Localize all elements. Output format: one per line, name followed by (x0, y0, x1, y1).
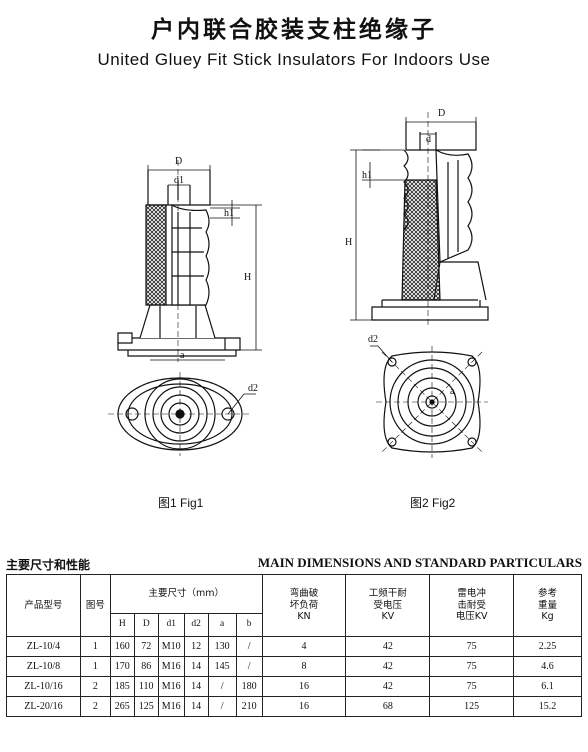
cell-load: 4 (261, 636, 347, 657)
cell-a: / (207, 696, 237, 717)
cell-load: 16 (261, 676, 347, 697)
header-sub-d1: d1 (157, 613, 185, 637)
cell-H: 185 (109, 676, 135, 697)
fig2-label-D: D (438, 108, 445, 119)
fig1-top-view (108, 372, 256, 456)
cell-load: 8 (261, 656, 347, 677)
fig2-label-H: H (345, 237, 352, 248)
fig1-label-h1: h1 (224, 208, 234, 219)
cell-b: / (235, 656, 263, 677)
cell-model: ZL-10/4 (6, 636, 81, 657)
cell-d2: 14 (183, 656, 209, 677)
cell-b: 210 (235, 696, 263, 717)
cell-power-freq: 42 (345, 676, 431, 697)
cell-power-freq: 42 (345, 656, 431, 677)
header-sub-H: H (109, 613, 135, 637)
cell-power-freq: 68 (345, 696, 431, 717)
cell-impulse: 75 (429, 656, 515, 677)
cell-power-freq: 42 (345, 636, 431, 657)
fig1-label-d1: d1 (174, 175, 184, 186)
fig2-label-h1: h1 (362, 170, 372, 181)
cell-d2: 14 (183, 676, 209, 697)
cell-model: ZL-10/8 (6, 656, 81, 677)
fig1-label-D: D (175, 156, 182, 167)
cell-weight: 4.6 (513, 656, 582, 677)
cell-d1: M16 (157, 656, 185, 677)
header-impulse: 雷电冲击耐受电压KV (429, 574, 515, 637)
cell-b: 180 (235, 676, 263, 697)
fig2-side-view (350, 112, 489, 325)
cell-H: 170 (109, 656, 135, 677)
cell-impulse: 75 (429, 676, 515, 697)
cell-b: / (235, 636, 263, 657)
cell-impulse: 75 (429, 636, 515, 657)
cell-weight: 15.2 (513, 696, 582, 717)
cell-D: 86 (133, 656, 159, 677)
cell-fig: 2 (79, 696, 111, 717)
header-dims: 主要尺寸（mm） (109, 574, 263, 614)
fig1-label-d2: d2 (248, 383, 258, 394)
page-title-en: United Gluey Fit Stick Insulators For In… (97, 50, 491, 69)
cell-model: ZL-20/16 (6, 696, 81, 717)
cell-d1: M16 (157, 676, 185, 697)
cell-d1: M16 (157, 696, 185, 717)
cell-a: 130 (207, 636, 237, 657)
header-sub-b: b (235, 613, 263, 637)
cell-fig: 2 (79, 676, 111, 697)
cell-fig: 1 (79, 636, 111, 657)
fig1-caption: 图1 Fig1 (158, 496, 204, 510)
header-fig: 图号 (79, 574, 111, 637)
fig2-label-d: d (426, 134, 431, 145)
cell-a: / (207, 676, 237, 697)
fig2-label-d2: d2 (368, 334, 378, 345)
cell-d2: 14 (183, 696, 209, 717)
technical-drawings: D d1 h1 H a d2 D d h1 H d2 a (108, 108, 489, 458)
cell-model: ZL-10/16 (6, 676, 81, 697)
cell-D: 125 (133, 696, 159, 717)
section-title-en: MAIN DIMENSIONS AND STANDARD PARTICULARS (257, 555, 582, 570)
page-title-cn: 户内联合胶装支柱绝缘子 (151, 17, 437, 43)
cell-weight: 2.25 (513, 636, 582, 657)
cell-H: 265 (109, 696, 135, 717)
cell-load: 16 (261, 696, 347, 717)
fig1-label-H: H (244, 272, 251, 283)
header-sub-a: a (207, 613, 237, 637)
cell-H: 160 (109, 636, 135, 657)
cell-weight: 6.1 (513, 676, 582, 697)
cell-D: 72 (133, 636, 159, 657)
header-sub-D: D (133, 613, 159, 637)
section-title-cn: 主要尺寸和性能 (6, 558, 91, 572)
cell-fig: 1 (79, 656, 111, 677)
cell-a: 145 (207, 656, 237, 677)
header-model: 产品型号 (6, 574, 81, 637)
cell-impulse: 125 (429, 696, 515, 717)
cell-d1: M10 (157, 636, 185, 657)
fig2-caption: 图2 Fig2 (410, 496, 456, 510)
fig2-top-view (370, 345, 488, 458)
fig2-label-a: a (450, 386, 455, 397)
cell-D: 110 (133, 676, 159, 697)
cell-d2: 12 (183, 636, 209, 657)
fig1-label-a: a (180, 350, 185, 361)
fig1-side-view (117, 160, 262, 362)
header-sub-d2: d2 (183, 613, 209, 637)
